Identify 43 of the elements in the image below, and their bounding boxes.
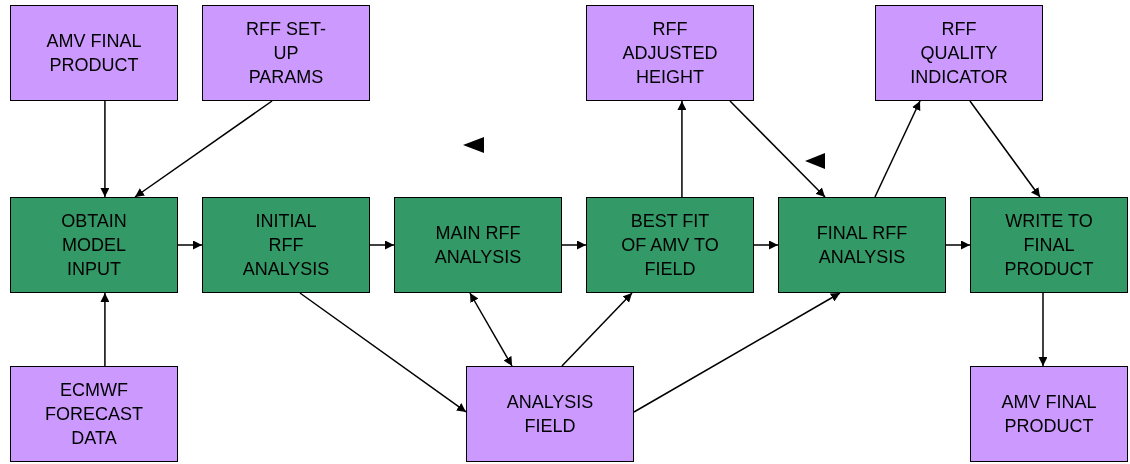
arrow xyxy=(561,240,587,250)
arrow xyxy=(874,100,921,198)
node-text: BEST FIT OF AMV TO FIELD xyxy=(620,210,720,281)
node-text: FINAL RFF ANALYSIS xyxy=(815,222,909,269)
arrow xyxy=(100,292,110,367)
arrow xyxy=(299,292,467,413)
arrow xyxy=(677,100,687,198)
arrow xyxy=(134,100,273,198)
node-text: RFF QUALITY INDICATOR xyxy=(909,18,1009,89)
node-text: WRITE TO FINAL PRODUCT xyxy=(1003,210,1095,281)
node-text: MAIN RFF ANALYSIS xyxy=(433,222,523,269)
process-box xyxy=(778,197,946,293)
data-box xyxy=(586,5,754,101)
data-box xyxy=(875,5,1043,101)
arrow xyxy=(100,100,110,198)
node-text: RFF SET-UP PARAMS xyxy=(245,18,327,89)
data-box xyxy=(970,366,1128,462)
node-text: ECMWF FORECAST DATA xyxy=(44,379,144,450)
node-text: RFF ADJUSTED HEIGHT xyxy=(621,18,719,89)
process-box xyxy=(394,197,562,293)
data-box xyxy=(466,366,634,462)
arrow xyxy=(369,240,395,250)
process-box xyxy=(202,197,370,293)
node-text: AMV FINAL PRODUCT xyxy=(45,30,143,77)
process-box xyxy=(586,197,754,293)
arrow xyxy=(469,292,513,367)
node-text: OBTAIN MODEL INPUT xyxy=(60,210,128,281)
process-box xyxy=(970,197,1128,293)
arrow xyxy=(1038,292,1048,367)
data-box xyxy=(10,5,178,101)
arrow xyxy=(561,292,633,367)
node-text: INITIAL RFF ANALYSIS xyxy=(241,210,331,281)
arrow xyxy=(177,240,203,250)
arrow xyxy=(945,240,971,250)
process-box xyxy=(10,197,178,293)
arrow xyxy=(969,100,1041,198)
data-box xyxy=(10,366,178,462)
arrow xyxy=(753,240,779,250)
arrow xyxy=(729,100,826,198)
data-box xyxy=(202,5,370,101)
arrow xyxy=(633,292,841,413)
node-text: ANALYSIS FIELD xyxy=(505,391,595,438)
node-text: AMV FINAL PRODUCT xyxy=(1000,391,1098,438)
